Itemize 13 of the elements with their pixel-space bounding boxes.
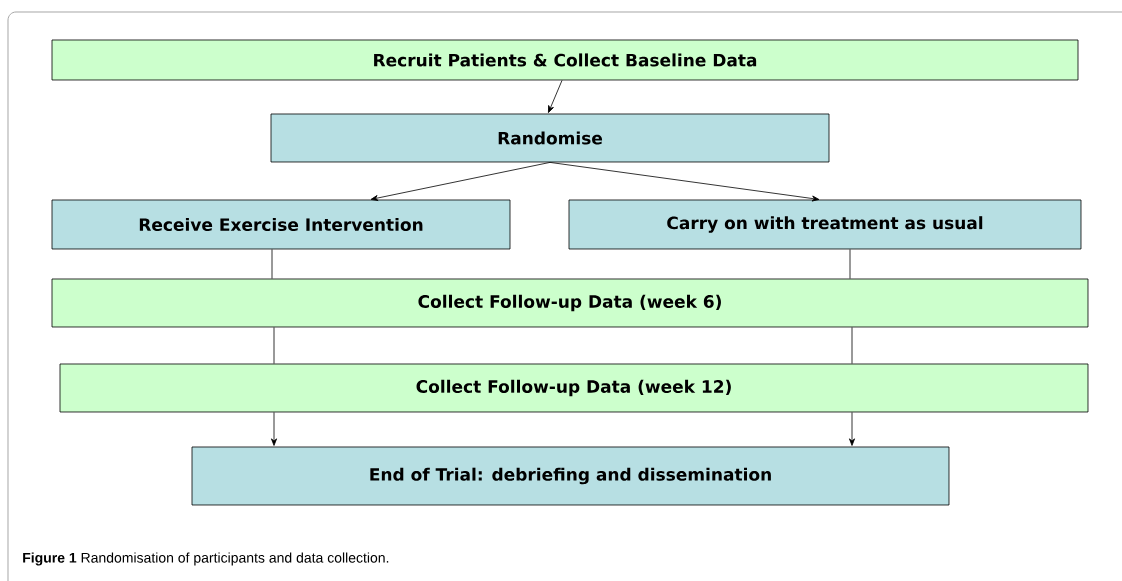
arrow [849,412,855,446]
process-box: Collect Follow-up Data (week 6) [51,278,1089,328]
process-box: End of Trial: debriefing and dissemination [191,446,950,506]
process-box: Collect Follow-up Data (week 12) [59,363,1089,413]
figure-caption: Figure 1 Randomisation of participants and data collection. [23,552,389,566]
process-box: Receive Exercise Intervention [51,199,511,250]
process-box: Randomise [270,113,830,163]
arrow [549,162,820,202]
arrow [271,412,277,446]
arrow [370,162,551,201]
process-box: Recruit Patients & Collect Baseline Data [51,39,1079,81]
arrow [548,80,563,113]
process-box: Carry on with treatment as usual [568,199,1082,250]
